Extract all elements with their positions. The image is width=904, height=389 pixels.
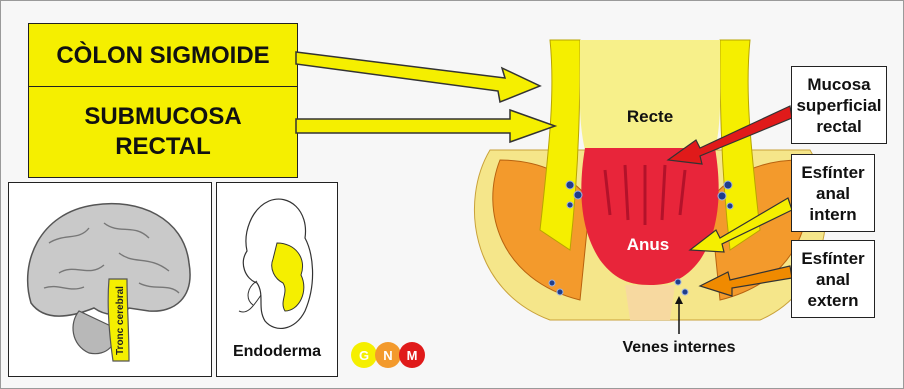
esf-intern-line1: Esfínter — [801, 162, 864, 183]
mucosa-line2: superficial — [796, 95, 881, 116]
esf-extern-line2: anal — [816, 269, 850, 290]
arrow-mucosa — [668, 106, 792, 164]
esf-extern-line1: Esfínter — [801, 248, 864, 269]
esf-intern-line3: intern — [809, 204, 856, 225]
mucosa-line3: rectal — [816, 116, 861, 137]
esf-extern-line3: extern — [807, 290, 858, 311]
esfinter-extern-box: Esfínter anal extern — [791, 240, 875, 318]
arrow-colon — [296, 52, 540, 102]
mucosa-superficial-box: Mucosa superficial rectal — [791, 66, 887, 144]
esfinter-intern-box: Esfínter anal intern — [791, 154, 875, 232]
arrow-esfinter-intern — [690, 198, 792, 252]
arrow-submucosa — [296, 110, 555, 142]
esf-intern-line2: anal — [816, 183, 850, 204]
arrow-esfinter-extern — [700, 266, 792, 296]
mucosa-line1: Mucosa — [807, 74, 870, 95]
